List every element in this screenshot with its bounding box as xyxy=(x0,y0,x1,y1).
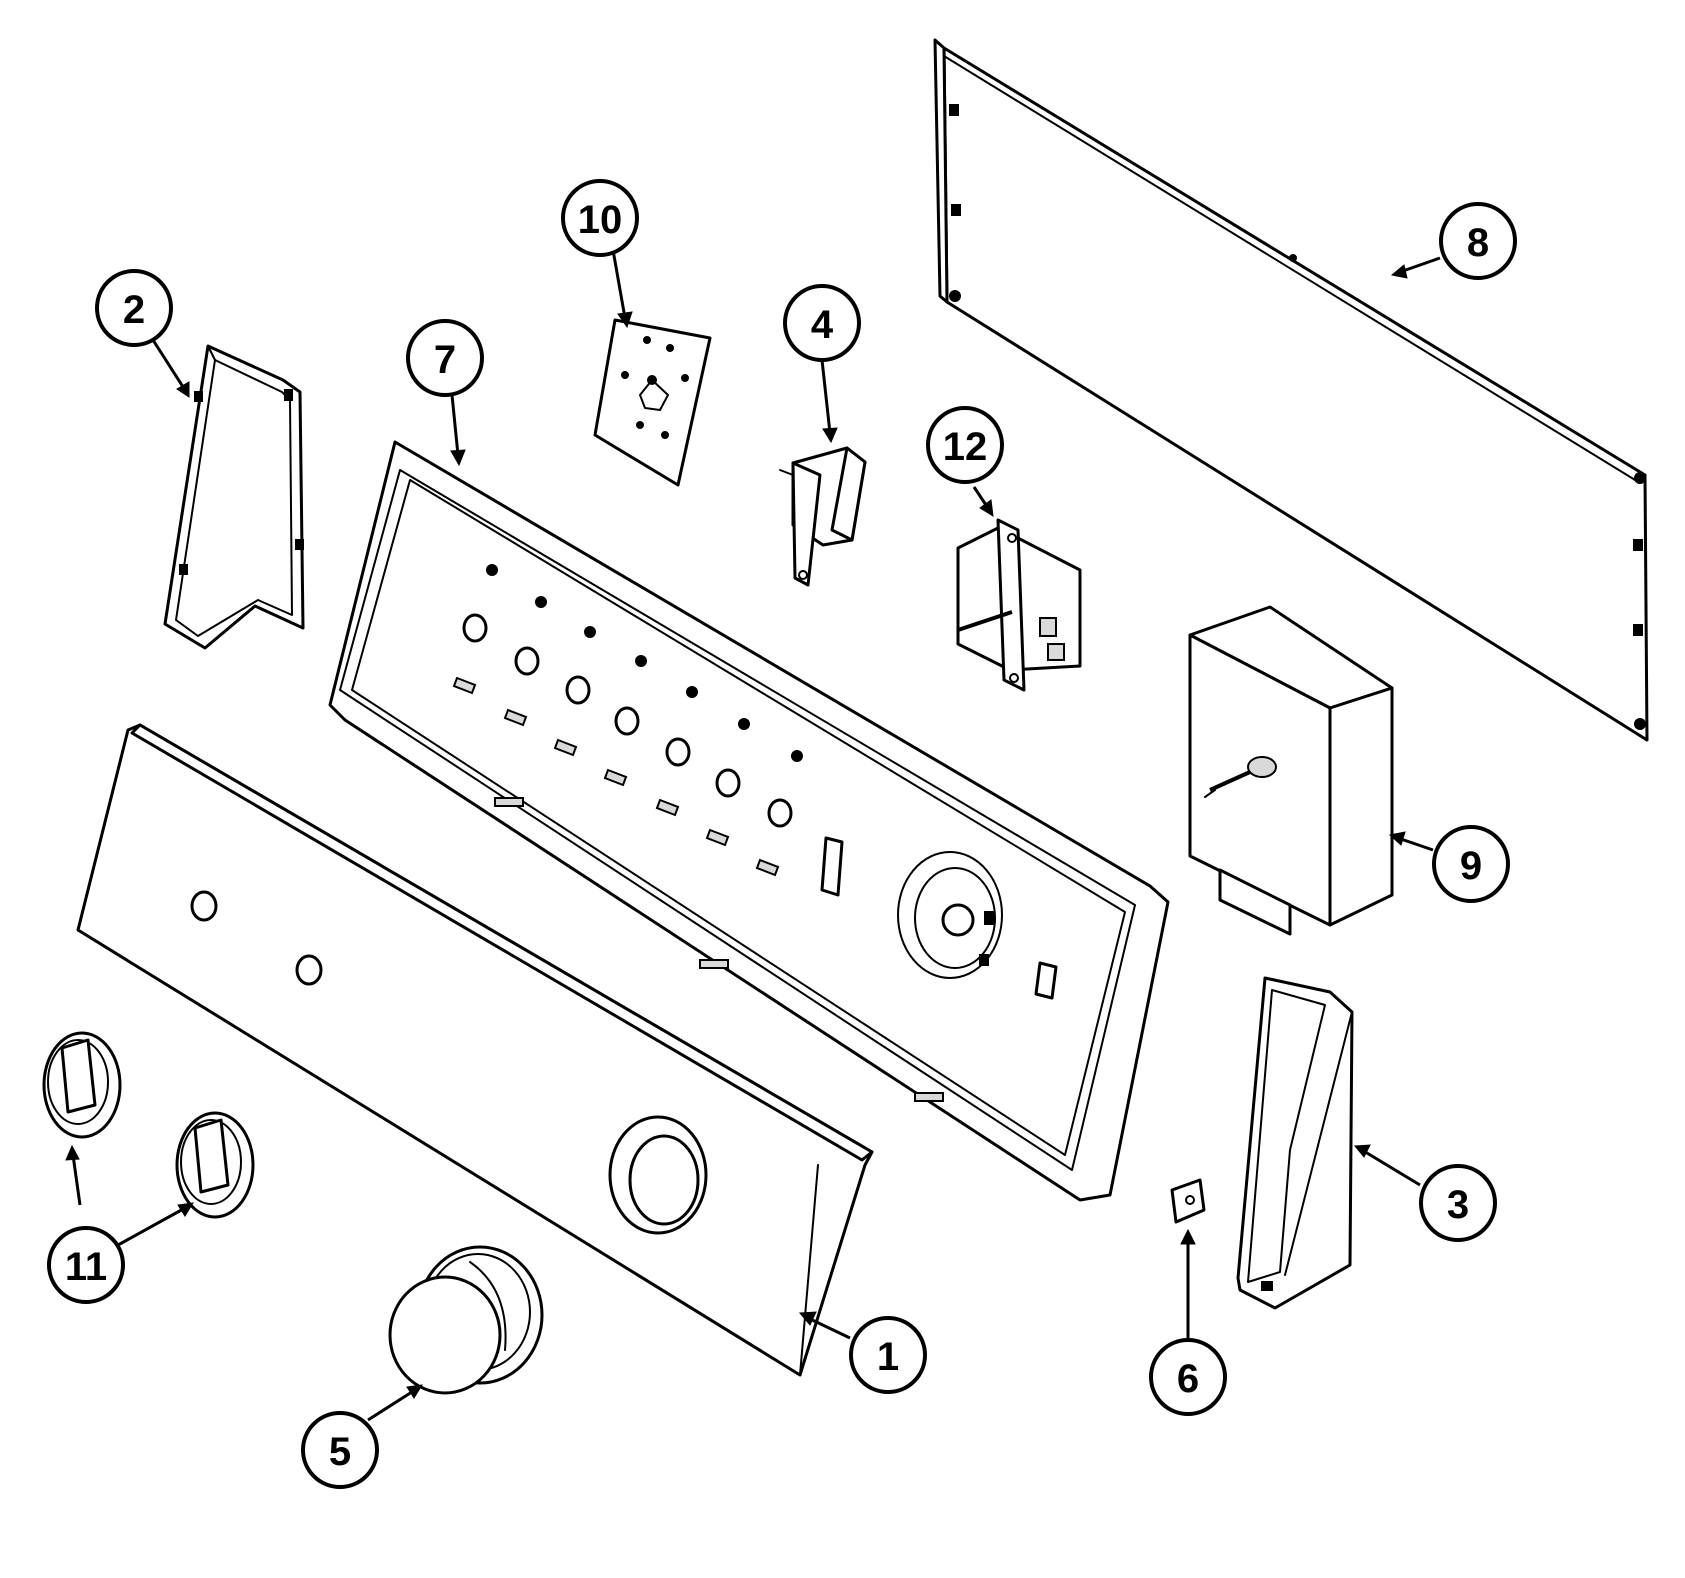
callout-1: 1 xyxy=(849,1316,927,1394)
part-3-right-end-cap xyxy=(1236,976,1354,1310)
callout-8-label: 8 xyxy=(1467,221,1489,265)
part-7-control-panel xyxy=(328,440,1170,1202)
part-5-main-knob xyxy=(388,1245,544,1395)
part-2-left-end-cap xyxy=(163,344,305,650)
callout-7-label: 7 xyxy=(434,338,456,382)
callout-6: 6 xyxy=(1149,1338,1227,1416)
part-12-switch xyxy=(956,518,1082,692)
callout-9: 9 xyxy=(1432,825,1510,903)
part-4-component xyxy=(779,446,867,587)
callout-2: 2 xyxy=(95,269,173,347)
leader-lines xyxy=(65,249,1441,1422)
callout-5-label: 5 xyxy=(329,1430,351,1474)
callout-10: 10 xyxy=(561,179,639,257)
part-1-front-console xyxy=(76,723,874,1377)
callout-5: 5 xyxy=(301,1411,379,1489)
callout-9-label: 9 xyxy=(1460,844,1482,888)
callout-12: 12 xyxy=(926,406,1004,484)
callout-8: 8 xyxy=(1439,202,1517,280)
part-9-timer-box xyxy=(1188,605,1394,936)
part-8-rear-panel xyxy=(933,38,1649,742)
callout-11-label: 11 xyxy=(65,1245,107,1289)
callout-11: 11 xyxy=(47,1226,125,1304)
callout-7: 7 xyxy=(406,319,484,397)
part-6-clip xyxy=(1170,1178,1206,1224)
callout-3-label: 3 xyxy=(1447,1183,1469,1227)
callout-2-label: 2 xyxy=(123,288,145,332)
callout-4: 4 xyxy=(783,284,861,362)
callout-10-label: 10 xyxy=(578,198,623,242)
callout-12-label: 12 xyxy=(943,425,988,469)
callout-3: 3 xyxy=(1419,1164,1497,1242)
part-10-plate xyxy=(593,318,712,487)
callout-1-label: 1 xyxy=(877,1335,899,1379)
part-11-small-knobs xyxy=(42,1031,255,1219)
callout-6-label: 6 xyxy=(1177,1357,1199,1401)
callout-4-label: 4 xyxy=(811,303,834,347)
